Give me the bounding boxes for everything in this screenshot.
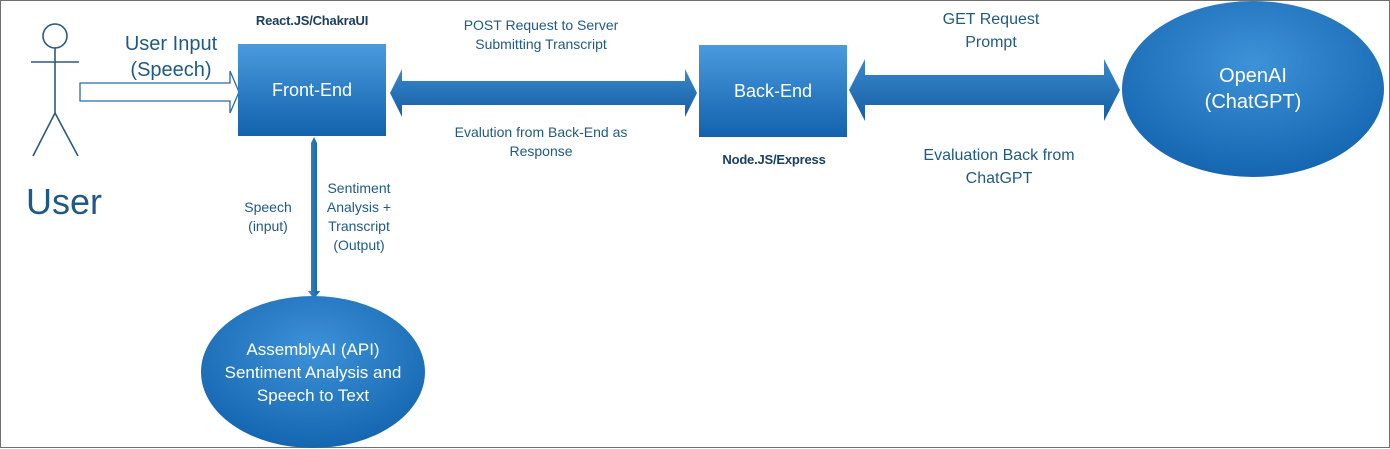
user-input-line-2: (Speech) — [130, 59, 212, 81]
frontend-label: Front-End — [271, 79, 353, 100]
openai-line-2: (ChatGPT) — [1204, 91, 1302, 113]
sentiment-line-2: Analysis + — [326, 199, 392, 215]
openai-node[interactable] — [1122, 1, 1384, 177]
backend-stack-label: Node.JS/Express — [722, 152, 826, 167]
evaluation-back-label: Evaluation Back from ChatGPT — [881, 144, 1117, 190]
sentiment-line-4: (Output) — [333, 237, 385, 253]
user-input-line-1: User Input — [124, 33, 218, 55]
user-actor-icon — [31, 23, 79, 157]
post-request-label: POST Request to Server Submitting Transc… — [411, 16, 671, 54]
assemblyai-line-3: Speech to Text — [256, 385, 370, 405]
user-label: User — [25, 181, 102, 222]
openai-line-1: OpenAI — [1219, 65, 1287, 87]
speech-input-label: Speech (input) — [233, 198, 303, 236]
evaluation-response-line-2: Response — [509, 143, 573, 159]
backend-openai-arrow — [849, 59, 1120, 121]
get-request-line-2: Prompt — [965, 34, 1017, 51]
evaluation-response-label: Evalution from Back-End as Response — [411, 123, 671, 161]
get-request-line-1: GET Request — [942, 11, 1040, 28]
backend-label: Back-End — [733, 80, 813, 101]
sentiment-line-3: Transcript — [328, 218, 390, 234]
frontend-stack-label: React.JS/ChakraUI — [255, 13, 369, 28]
evaluation-back-line-1: Evaluation Back from — [923, 147, 1075, 164]
user-input-label: User Input (Speech) — [106, 31, 236, 83]
frontend-backend-arrow — [390, 69, 697, 117]
assemblyai-line-2: Sentiment Analysis and — [224, 362, 402, 382]
assemblyai-line-1: AssemblyAI (API) — [246, 339, 380, 359]
evaluation-response-line-1: Evalution from Back-End as — [454, 124, 628, 140]
speech-input-line-2: (input) — [248, 218, 288, 234]
sentiment-output-label: Sentiment Analysis + Transcript (Output) — [319, 179, 399, 255]
frontend-box[interactable] — [238, 44, 386, 136]
assemblyai-node[interactable] — [201, 296, 425, 448]
speech-input-line-1: Speech — [244, 199, 292, 215]
post-request-line-2: Submitting Transcript — [475, 36, 607, 52]
openai-label: OpenAI (ChatGPT) — [1122, 1, 1384, 177]
evaluation-back-line-2: ChatGPT — [965, 170, 1033, 187]
post-request-line-1: POST Request to Server — [463, 17, 619, 33]
frontend-assembly-arrow — [308, 137, 320, 299]
user-input-arrow — [79, 70, 240, 114]
backend-box[interactable] — [699, 45, 847, 137]
sentiment-line-1: Sentiment — [327, 180, 391, 196]
get-request-label: GET Request Prompt — [891, 8, 1091, 54]
assemblyai-label: AssemblyAI (API) Sentiment Analysis and … — [201, 296, 425, 448]
